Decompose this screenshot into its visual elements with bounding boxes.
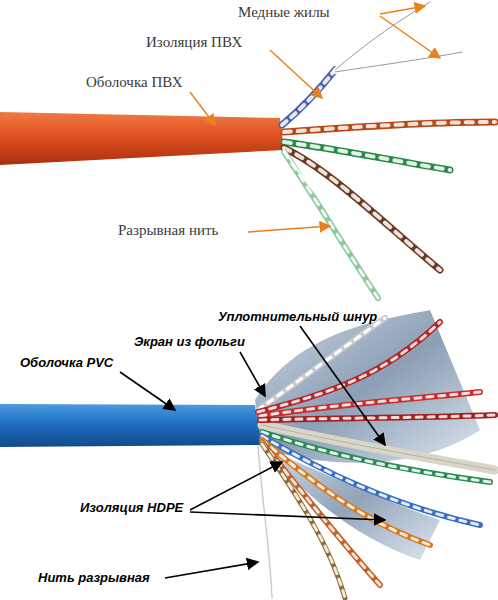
part-label: Оболочка PVC xyxy=(20,355,113,370)
part-label: Медные жилы xyxy=(238,4,330,21)
part-label: Разрывная нить xyxy=(118,222,218,239)
part-label: Изоляция ПВХ xyxy=(146,34,242,51)
part-label: Изоляция HDPE xyxy=(80,500,183,515)
part-label: Уплотнительный шнур xyxy=(218,309,377,324)
part-label: Оболочка ПВХ xyxy=(86,74,183,91)
part-label: Экран из фольги xyxy=(134,334,245,349)
ftp-cable xyxy=(0,310,495,598)
part-label: Нить разрывная xyxy=(38,570,150,585)
utp-cable xyxy=(0,2,495,298)
